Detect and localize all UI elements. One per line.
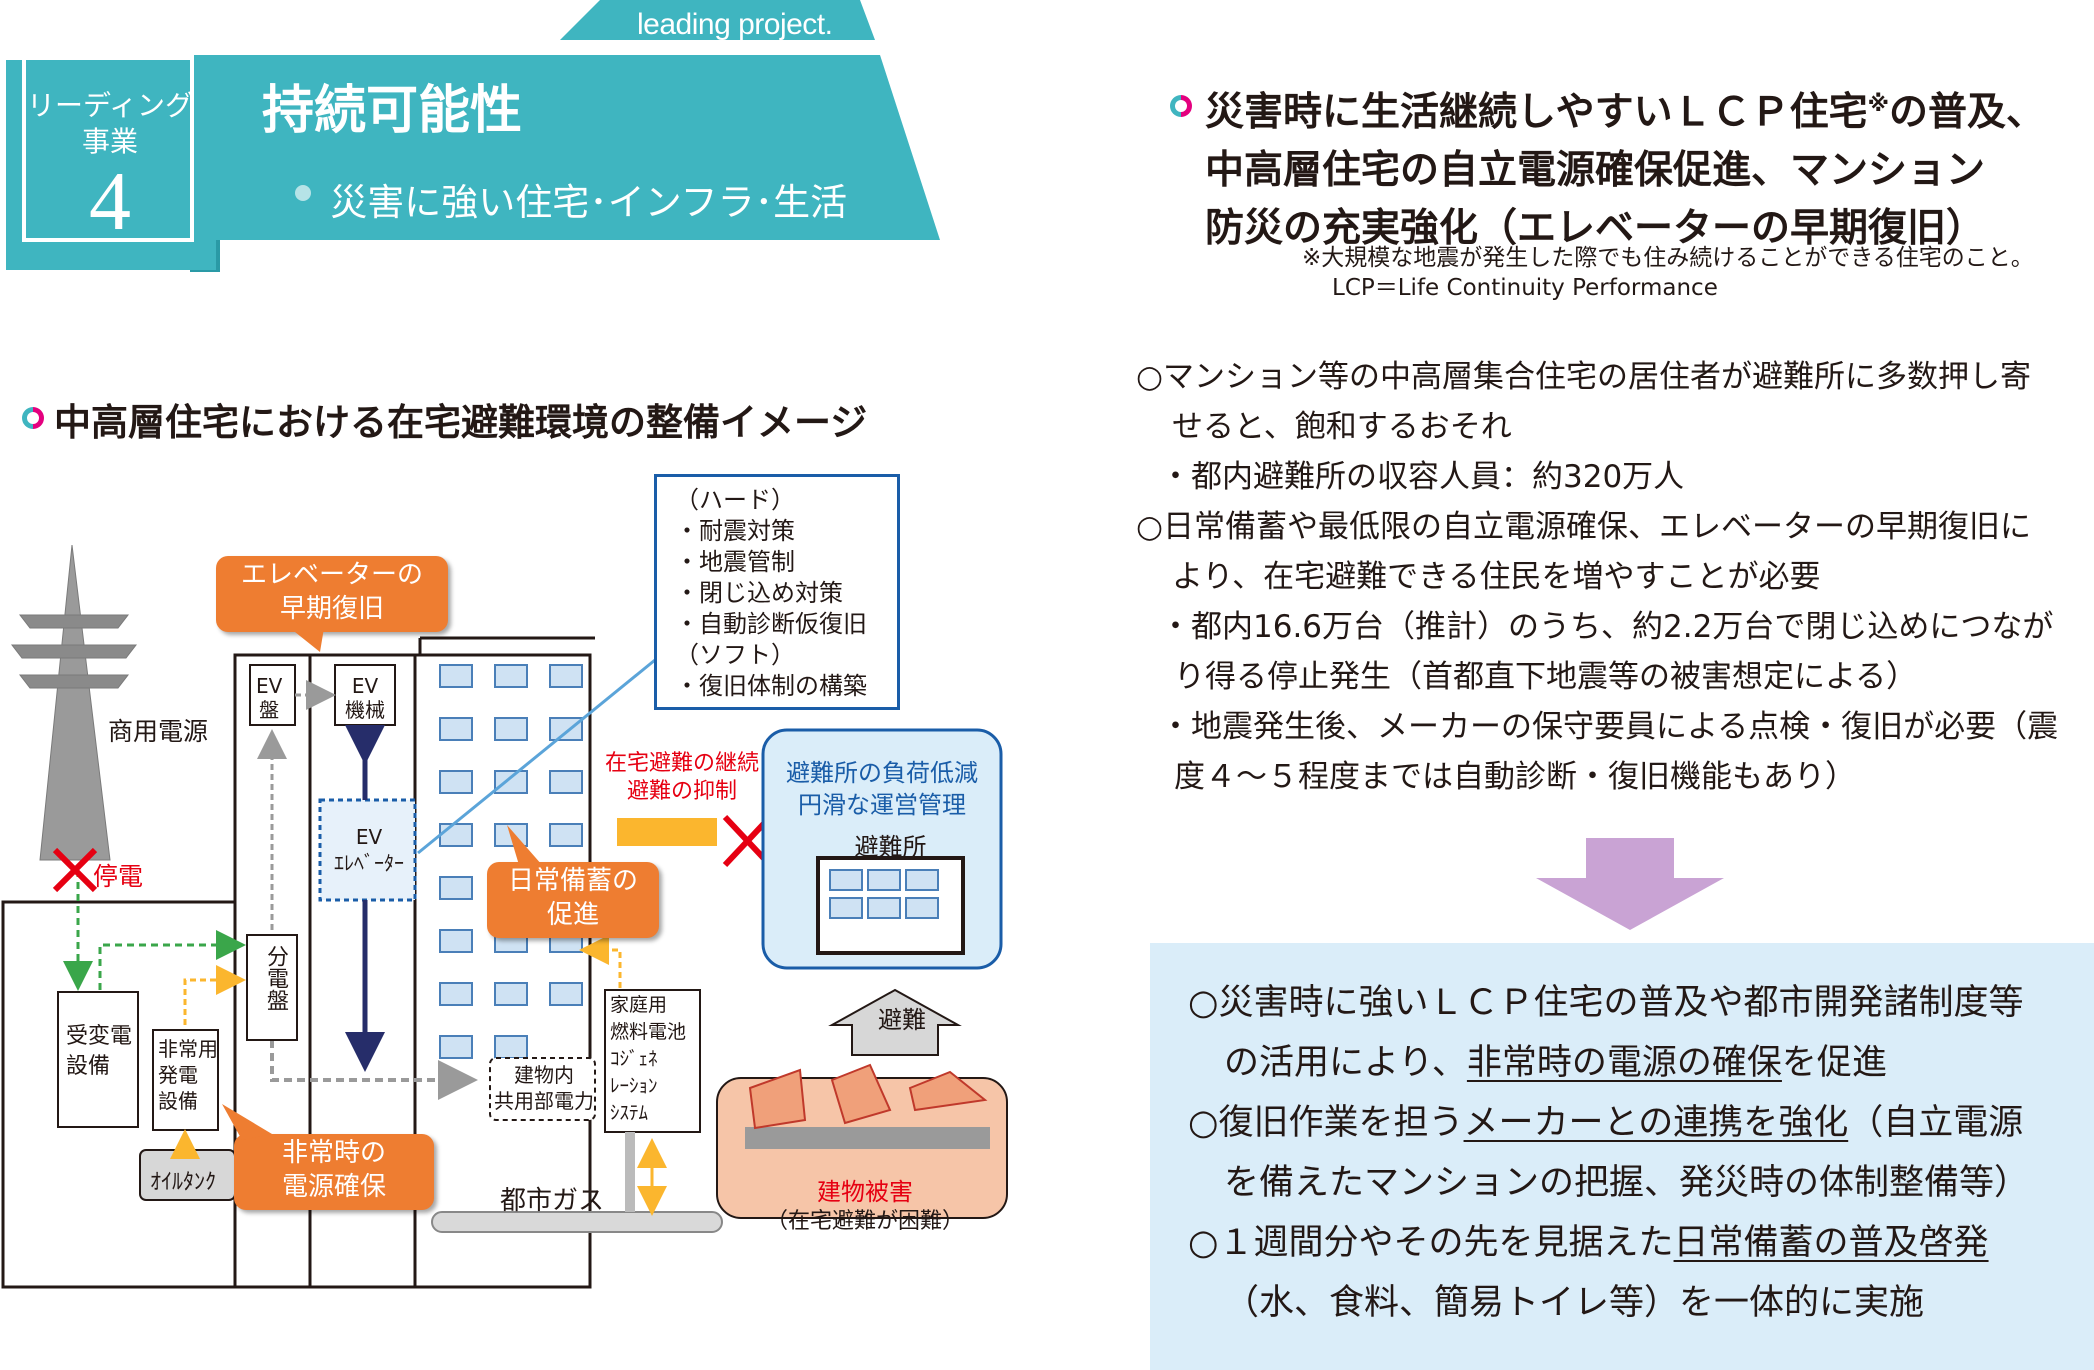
city-gas-label: 都市ガス bbox=[500, 1186, 605, 1216]
shelter-label: 避難所 bbox=[854, 833, 927, 861]
page-title: 持続可能性 bbox=[262, 80, 523, 141]
shared-power-label: 建物内共用部電力 bbox=[494, 1063, 594, 1113]
leading-project-badge bbox=[8, 62, 214, 268]
header-banner bbox=[190, 0, 940, 272]
shelter-load-label: 避難所の負荷低減円滑な運営管理 bbox=[786, 759, 978, 819]
result-1: ○災害時に強いＬＣＰ住宅の普及や都市開発諸制度等 の活用により、非常時の電源の確… bbox=[1188, 983, 2024, 1083]
bullet-1: ・都内避難所の収容人員：約320万人 bbox=[1160, 459, 1685, 495]
diagram-graphics bbox=[1, 544, 1008, 1289]
continue-label: 在宅避難の継続避難の抑制 bbox=[605, 751, 760, 804]
damaged-house-icons bbox=[748, 1063, 988, 1130]
leading-project-tag: leading project. bbox=[637, 8, 833, 41]
lcp-footnote: ※大規模な地震が発生した際でも住み続けることができる住宅のこと。 LCP＝Lif… bbox=[1302, 245, 2034, 301]
paragraph-2: ○日常備蓄や最低限の自立電源確保、エレベーターの早期復旧に より、在宅避難できる… bbox=[1136, 509, 2032, 595]
emergency-generator-label: 非常用発電設備 bbox=[158, 1037, 218, 1113]
bullet-dot bbox=[295, 185, 311, 201]
callout-pointer bbox=[290, 628, 324, 652]
result-box bbox=[1150, 943, 2094, 1370]
fuel-cell-label: 家庭用燃料電池ｺｼﾞｪﾈﾚｰｼｮﾝｼｽﾃﾑ bbox=[610, 994, 687, 1124]
oil-tank-label: ｵｲﾙﾀﾝｸ bbox=[150, 1170, 217, 1195]
blackout-label: 停電 bbox=[93, 862, 144, 891]
callout-power: 非常時の電源確保 bbox=[234, 1134, 434, 1210]
result-3: ○１週間分やその先を見据えた日常備蓄の普及啓発 （水、食料、簡易トイレ等）を一体… bbox=[1188, 1223, 1989, 1323]
heading-marker-icon bbox=[22, 407, 44, 429]
badge-number: 4 bbox=[89, 155, 131, 248]
paragraph-1: ○マンション等の中高層集合住宅の居住者が避難所に多数押し寄 せると、飽和するおそ… bbox=[1136, 359, 2032, 445]
commercial-power-label: 商用電源 bbox=[108, 717, 209, 746]
callout-stock: 日常備蓄の促進 bbox=[487, 862, 659, 938]
diagram-heading: 中高層住宅における在宅避難環境の整備イメージ bbox=[54, 401, 868, 444]
bullet-2: ・都内16.6万台（推計）のうち、約2.2万台で閉じ込めにつなが り得る停止発生… bbox=[1160, 609, 2054, 695]
down-arrow-icon bbox=[1536, 838, 1724, 930]
callout-pointer bbox=[507, 825, 542, 865]
page-subtitle: 災害に強い住宅･インフラ･生活 bbox=[330, 181, 848, 224]
distribution-board-label: 分電盤 bbox=[263, 945, 288, 1011]
measures-box: （ハード） ・耐震対策 ・地震管制 ・閉じ込め対策 ・自動診断仮復旧 （ソフト）… bbox=[654, 474, 900, 710]
result-2: ○復旧作業を担うメーカーとの連携を強化（自立電源 を備えたマンションの把握、発災… bbox=[1188, 1103, 2030, 1203]
right-heading: 災害時に生活継続しやすいＬＣＰ住宅※の普及、 中高層住宅の自立電源確保促進、マン… bbox=[1205, 90, 2046, 251]
building-damage-label: 建物被害 bbox=[817, 1178, 913, 1206]
badge-frame bbox=[22, 14, 194, 242]
power-tower-icon bbox=[10, 544, 138, 861]
heading-marker-icon bbox=[1170, 95, 1192, 117]
bullet-3: ・地震発生後、メーカーの保守要員による点検・復旧が必要（震 度４～５程度までは自… bbox=[1160, 709, 2059, 795]
callout-elevator: エレベーターの早期復旧 bbox=[216, 556, 448, 632]
substation-label: 受変電設備 bbox=[66, 1024, 133, 1079]
evacuation-label: 避難 bbox=[878, 1006, 926, 1034]
building-damage-note: （在宅避難が困難） bbox=[765, 1209, 964, 1234]
badge-label: リーディング 事業 bbox=[26, 89, 194, 158]
callout-pointer bbox=[222, 1104, 272, 1140]
